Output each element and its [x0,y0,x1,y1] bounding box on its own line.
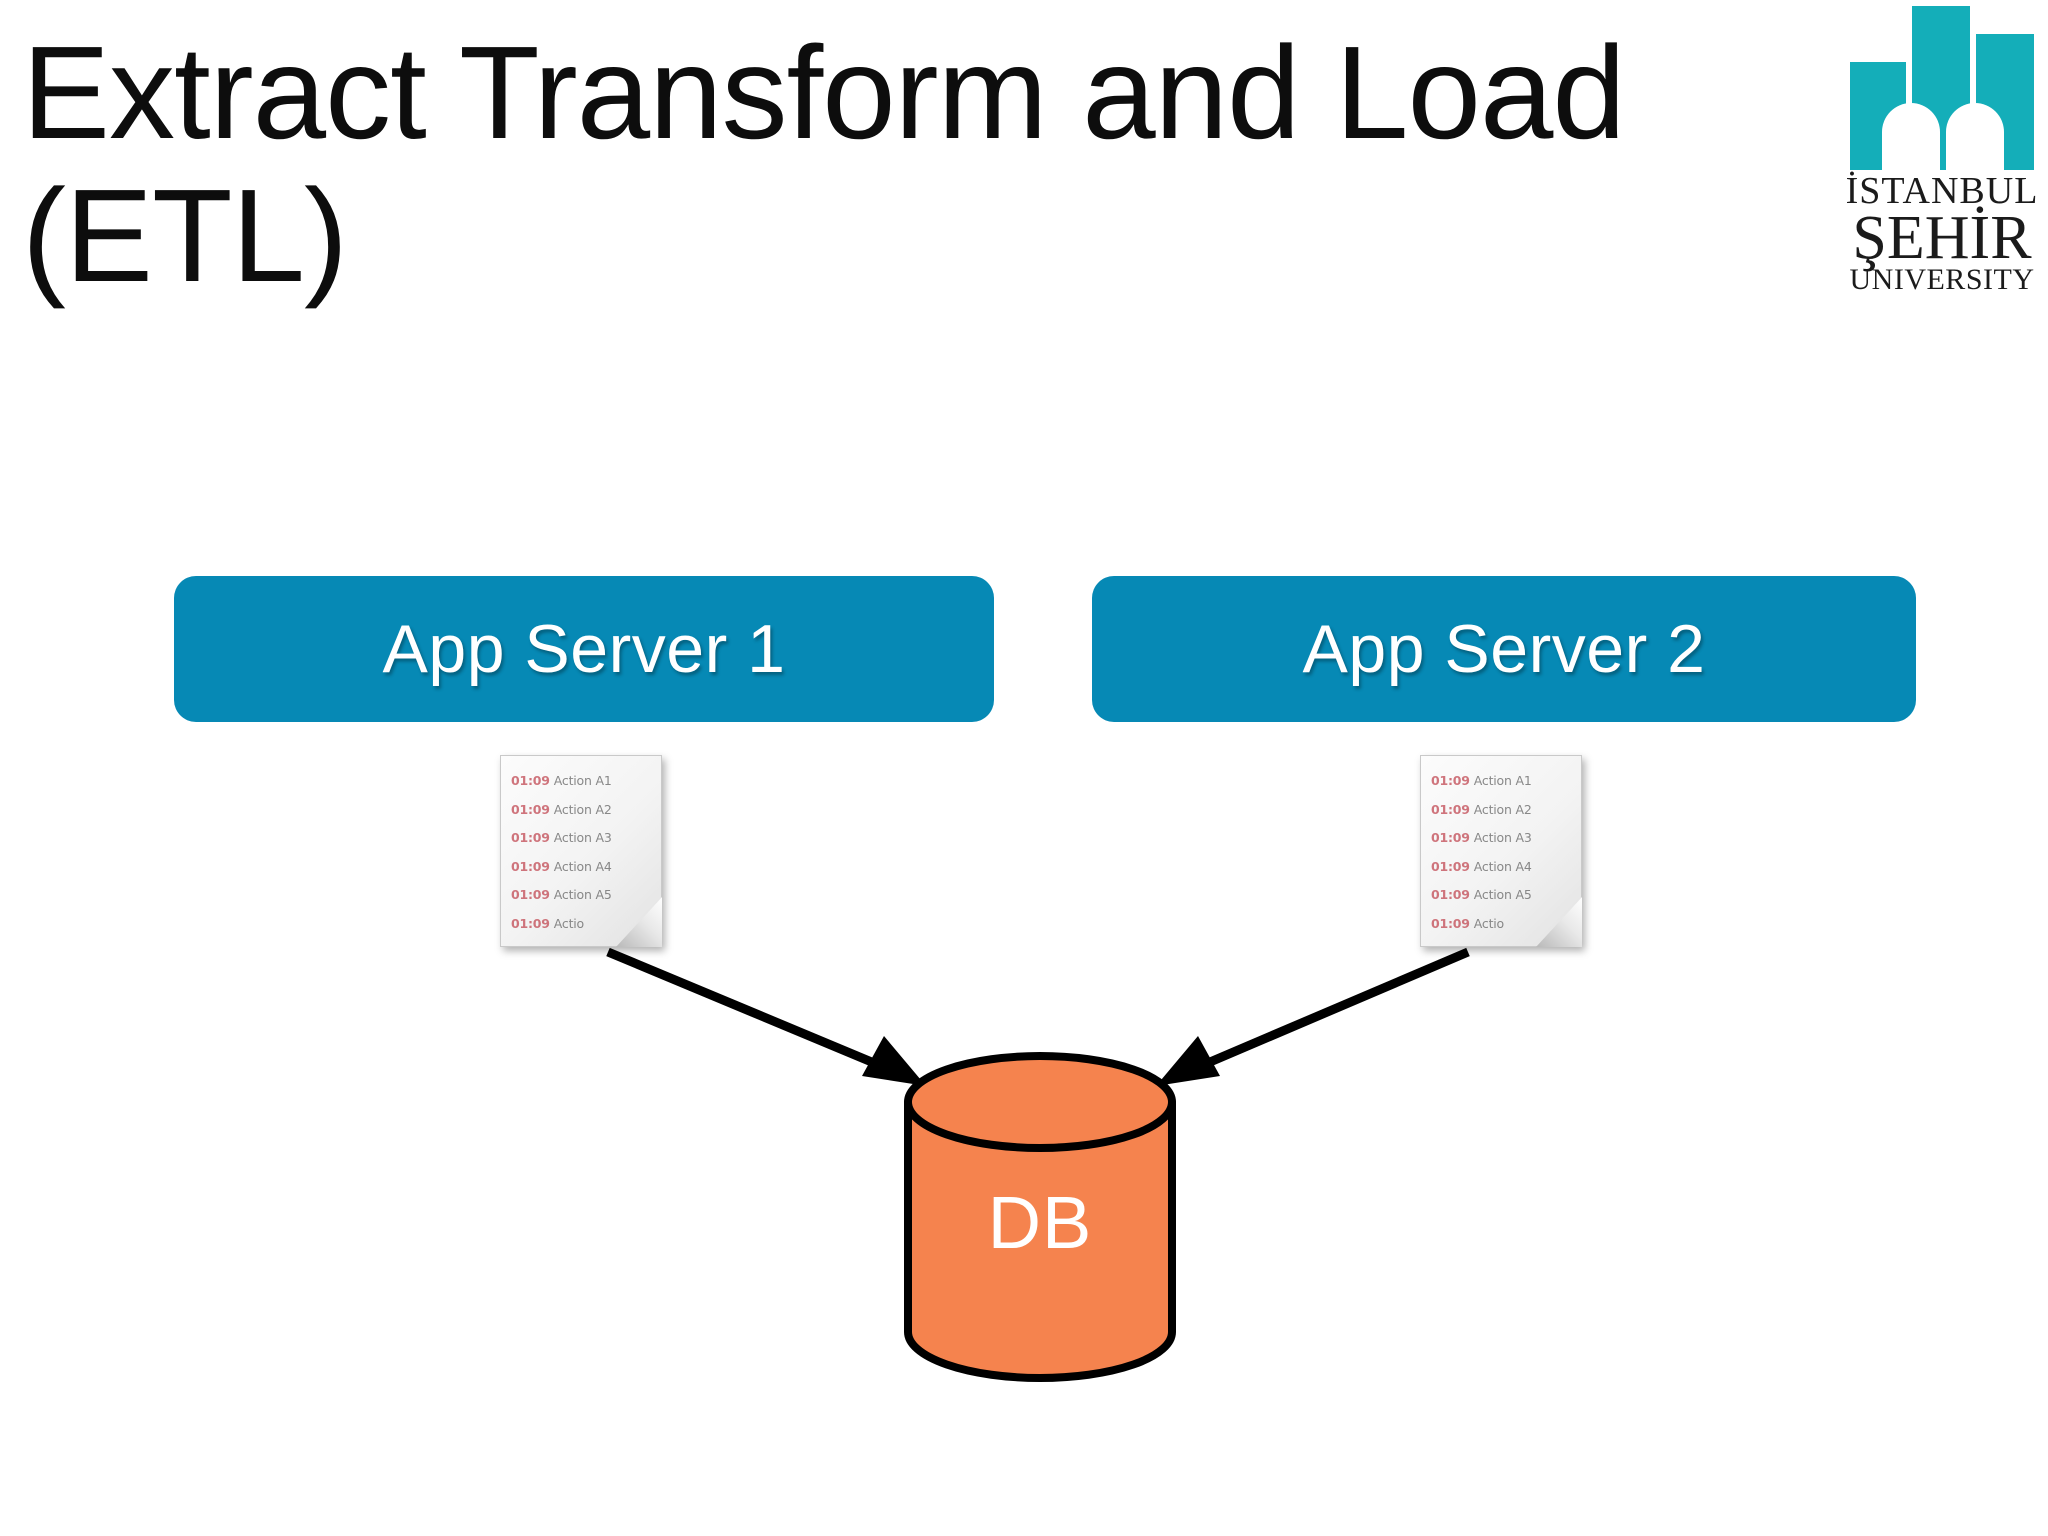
log-time: 01:09 [1431,887,1470,902]
log-line: 01:09 Action A5 [1431,881,1576,910]
log-action: Action A4 [1473,858,1532,874]
app-server-2-label: App Server 2 [1302,611,1706,687]
log-line: 01:09 Action A1 [1431,767,1576,796]
log-paper-2 [1420,755,1582,947]
log-line: 01:09 Action A2 [1431,796,1576,825]
log-line: 01:09 Action A3 [1431,824,1576,853]
app-server-2-box[interactable]: App Server 2 [1092,576,1916,722]
log-time: 01:09 [511,801,550,817]
log-action: Action A5 [1473,887,1532,902]
log-line: 01:09 Action A5 [511,881,656,910]
log-action: Action A1 [1473,773,1532,788]
log-time: 01:09 [511,773,550,788]
app-server-1-label: App Server 1 [382,611,786,687]
database-label: DB [987,1181,1093,1264]
log-time: 01:09 [1431,915,1470,931]
log-lines-2: 01:09 Action A1 01:09 Action A2 01:09 Ac… [1431,767,1576,938]
log-action: Actio [553,915,585,931]
log-line: 01:09 Action A4 [1431,853,1576,882]
logo-line-university: UNIVERSITY [1849,262,2035,296]
log-file-icon-1: 01:09 Action A1 01:09 Action A2 01:09 Ac… [500,755,662,947]
log-action: Action A3 [553,830,612,845]
log-action: Action A2 [553,801,612,817]
logo-wordmark: İSTANBUL ŞEHİR UNIVERSITY [1836,172,2048,295]
logo-buildings-icon [1850,6,2034,170]
log-paper-1 [500,755,662,947]
log-time: 01:09 [1431,858,1470,874]
page-title: Extract Transform and Load (ETL) [22,19,1626,309]
log-line: 01:09 Action A4 [511,853,656,882]
log-time: 01:09 [511,858,550,874]
log-line: 01:09 Actio [511,910,656,939]
logo-line-sehir: ŞEHİR [1852,204,2032,272]
log-action: Action A1 [553,773,612,788]
log-line: 01:09 Action A2 [511,796,656,825]
log-action: Action A2 [1473,801,1532,817]
arrow-log2-to-db [1156,947,1470,1086]
app-server-1-box[interactable]: App Server 1 [174,576,994,722]
log-time: 01:09 [511,915,550,931]
log-line: 01:09 Action A1 [511,767,656,796]
log-time: 01:09 [511,887,550,902]
log-line: 01:09 Actio [1431,910,1576,939]
arrow-log1-to-db [606,947,926,1086]
log-time: 01:09 [1431,801,1470,817]
logo-line-istanbul: İSTANBUL [1845,170,2039,212]
log-time: 01:09 [1431,830,1470,845]
log-file-icon-2: 01:09 Action A1 01:09 Action A2 01:09 Ac… [1420,755,1582,947]
log-time: 01:09 [511,830,550,845]
log-action: Action A5 [553,887,612,902]
log-action: Action A3 [1473,830,1532,845]
log-time: 01:09 [1431,773,1470,788]
log-action: Actio [1473,915,1505,931]
university-logo: İSTANBUL ŞEHİR UNIVERSITY [1836,4,2048,294]
log-lines-1: 01:09 Action A1 01:09 Action A2 01:09 Ac… [511,767,656,938]
log-line: 01:09 Action A3 [511,824,656,853]
log-action: Action A4 [553,858,612,874]
